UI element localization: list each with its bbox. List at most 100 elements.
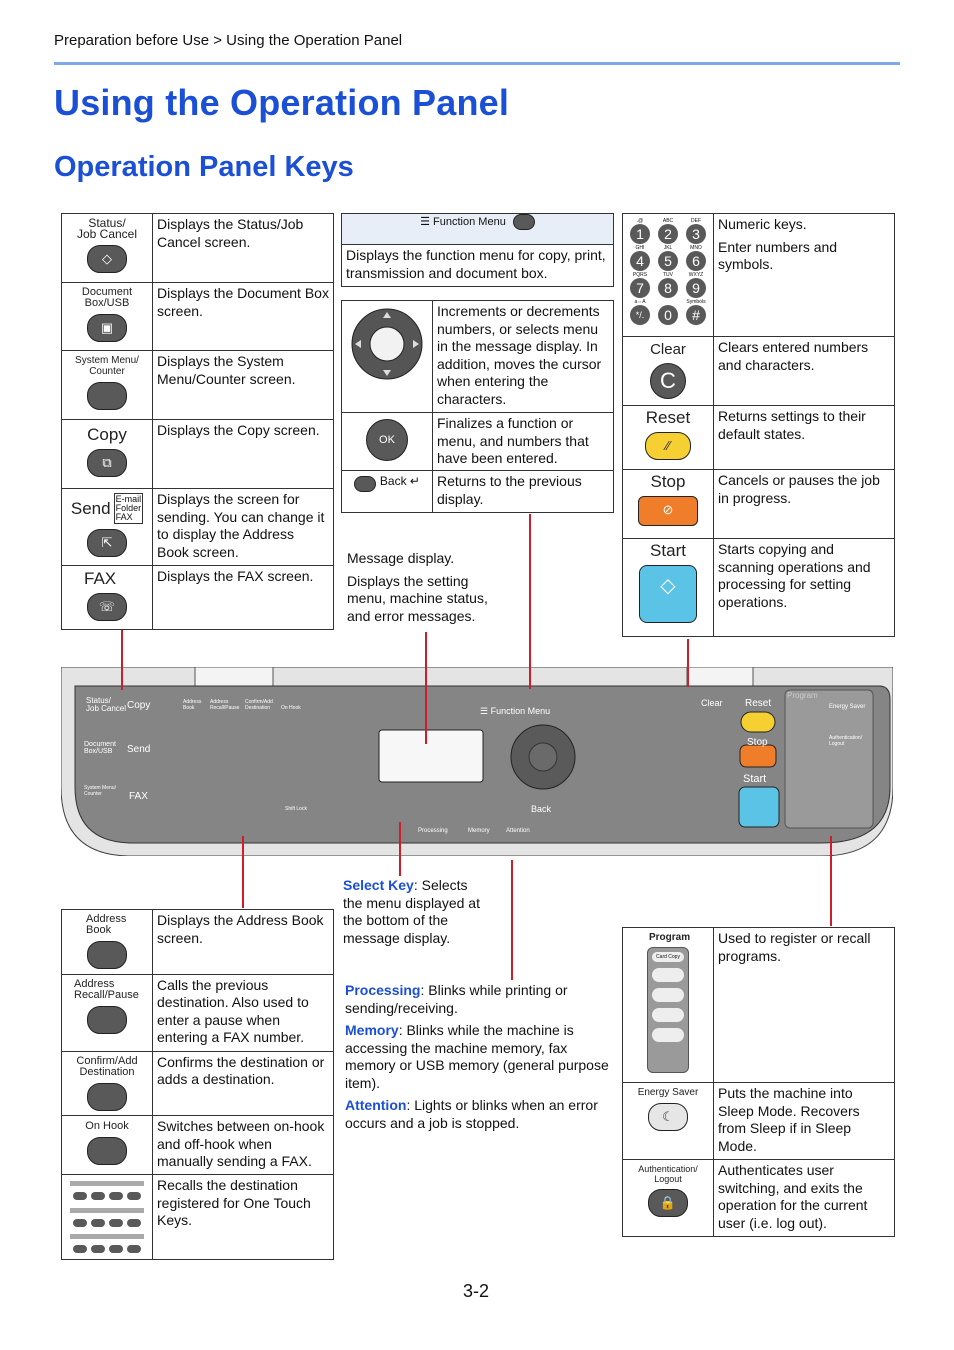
header-rule — [54, 62, 900, 65]
energy-saver-icon: ☾ — [648, 1103, 688, 1131]
operation-panel-illustration — [61, 667, 893, 856]
arrow-keys-desc: Increments or decrements numbers, or sel… — [432, 300, 614, 413]
panel-function-menu-label: Function Menu — [490, 706, 551, 716]
page-title: Using the Operation Panel — [54, 82, 510, 123]
auth-desc: Authenticates user switching, and exits … — [713, 1159, 895, 1237]
panel-clear-label: Clear — [701, 698, 723, 708]
numeric-key-letters: PQRS — [632, 272, 648, 278]
on-hook-icon — [87, 1137, 127, 1165]
status-desc: Displays the Status/Job Cancel screen. — [152, 213, 334, 283]
panel-processing-label: Processing — [418, 828, 448, 834]
fax-desc: Displays the FAX screen. — [152, 565, 334, 630]
panel-onhook-label: On Hook — [281, 705, 301, 711]
center-keys-table: Increments or decrements numbers, or sel… — [341, 300, 614, 513]
stop-key-icon: ⊘ — [638, 496, 698, 526]
stop-desc: Cancels or pauses the job in progress. — [713, 469, 895, 539]
section-title: Operation Panel Keys — [54, 151, 354, 183]
page-number: 3-2 — [463, 1281, 490, 1301]
panel-function-menu-icon: ☰ — [480, 706, 491, 716]
status-job-cancel-icon: ◇ — [87, 245, 127, 273]
reset-desc: Returns settings to their default states… — [713, 405, 895, 470]
leader-line — [830, 836, 832, 926]
program-desc: Used to register or recall programs. — [713, 927, 895, 1083]
leader-line — [121, 630, 123, 690]
numeric-key-button: 8 — [658, 278, 678, 298]
numeric-key: Symbols# — [683, 299, 709, 325]
numeric-key-button: 5 — [658, 251, 678, 271]
numeric-desc2: Enter numbers and symbols. — [718, 238, 838, 273]
one-touch-keys-icon — [61, 1174, 153, 1260]
status-key-cell: Status/ Job Cancel ◇ — [61, 213, 153, 283]
numeric-key-letters: WXYZ — [688, 272, 704, 278]
on-hook-desc: Switches between on-hook and off-hook wh… — [152, 1115, 334, 1175]
function-menu-icon: ☰ — [420, 216, 434, 228]
numeric-key: 0 — [655, 299, 681, 325]
numeric-key-letters: .@ — [636, 218, 644, 224]
panel-copy-label: Copy — [127, 700, 151, 711]
address-book-desc: Displays the Address Book screen. — [152, 909, 334, 975]
leader-line — [425, 632, 427, 744]
panel-stop-label: Stop — [747, 737, 768, 748]
panel-program-label: Program — [787, 691, 818, 700]
function-menu-table: ☰ Function Menu Displays the function me… — [341, 213, 614, 287]
panel-fax-label: FAX — [129, 791, 148, 802]
send-desc: Displays the screen for sending. You can… — [152, 488, 334, 566]
panel-addrbook-label: Address Book — [183, 699, 202, 711]
numeric-key-button: 3 — [686, 224, 706, 244]
numeric-key-letters: JKL — [663, 245, 673, 251]
start-key-icon: ◇ — [639, 565, 697, 623]
confirm-destination-icon — [87, 1082, 127, 1111]
panel-back-label: Back — [531, 804, 552, 814]
leader-line — [529, 514, 531, 689]
panel-energy-label: Energy Saver — [829, 704, 866, 710]
function-menu-desc: Displays the function menu for copy, pri… — [341, 244, 614, 287]
document-box-icon: ▣ — [87, 314, 127, 342]
copy-icon: ⧉ — [87, 449, 127, 477]
panel-start-label: Start — [743, 773, 767, 785]
panel-confirm-label: Confirm/Add Destination — [245, 699, 273, 711]
panel-send-label: Send — [127, 744, 151, 755]
breadcrumb: Preparation before Use > Using the Opera… — [54, 32, 403, 49]
leader-line — [242, 836, 244, 908]
ok-key-desc: Finalizes a function or menu, and number… — [432, 412, 614, 471]
address-recall-desc: Calls the previous destination. Also use… — [152, 973, 334, 1052]
numeric-key: a⇔A*/. — [627, 299, 653, 325]
select-key-callout: Select Key: Selects the menu displayed a… — [343, 877, 480, 946]
clear-key-icon: C — [650, 363, 686, 399]
numeric-key-button: # — [686, 305, 706, 325]
numeric-key-button: 2 — [658, 224, 678, 244]
program-keys-icon: Card Copy — [647, 947, 689, 1073]
panel-status-label: Status/ Job Cancel — [86, 696, 127, 713]
panel-docbox-label: Document Box/USB — [84, 741, 116, 755]
left-keys-table: Status/ Job Cancel ◇ Displays the Status… — [61, 213, 334, 630]
leader-line — [511, 860, 513, 980]
back-key-icon — [354, 476, 377, 492]
numeric-key-letters: a⇔A — [634, 299, 646, 305]
numeric-key-button: 0 — [658, 305, 678, 325]
function-menu-key-icon — [512, 214, 535, 231]
leader-line — [399, 822, 401, 876]
send-icon: ⇱ — [87, 529, 127, 557]
one-touch-desc: Recalls the destination registered for O… — [152, 1174, 334, 1260]
indicators-callout: Processing: Blinks while printing or sen… — [345, 982, 609, 1131]
numeric-key-button: 4 — [630, 251, 650, 271]
bottom-right-keys-table: Program Card Copy Used to register or re… — [622, 927, 895, 1237]
panel-memory-label: Memory — [468, 828, 490, 834]
numeric-key-letters: TUV — [663, 272, 673, 278]
logout-lock-icon: 🔒 — [648, 1189, 688, 1217]
start-desc: Starts copying and scanning operations a… — [713, 538, 895, 637]
numeric-key-letters: Symbols — [686, 299, 706, 305]
numeric-key-button: */. — [630, 305, 650, 325]
leader-line — [687, 639, 689, 687]
panel-auth-label: Authentication/ Logout — [829, 735, 863, 747]
panel-sysmenu-label: System Menu/ Counter — [84, 785, 116, 797]
numeric-key-letters: MNO — [690, 245, 702, 251]
ok-key-icon: OK — [366, 419, 408, 461]
